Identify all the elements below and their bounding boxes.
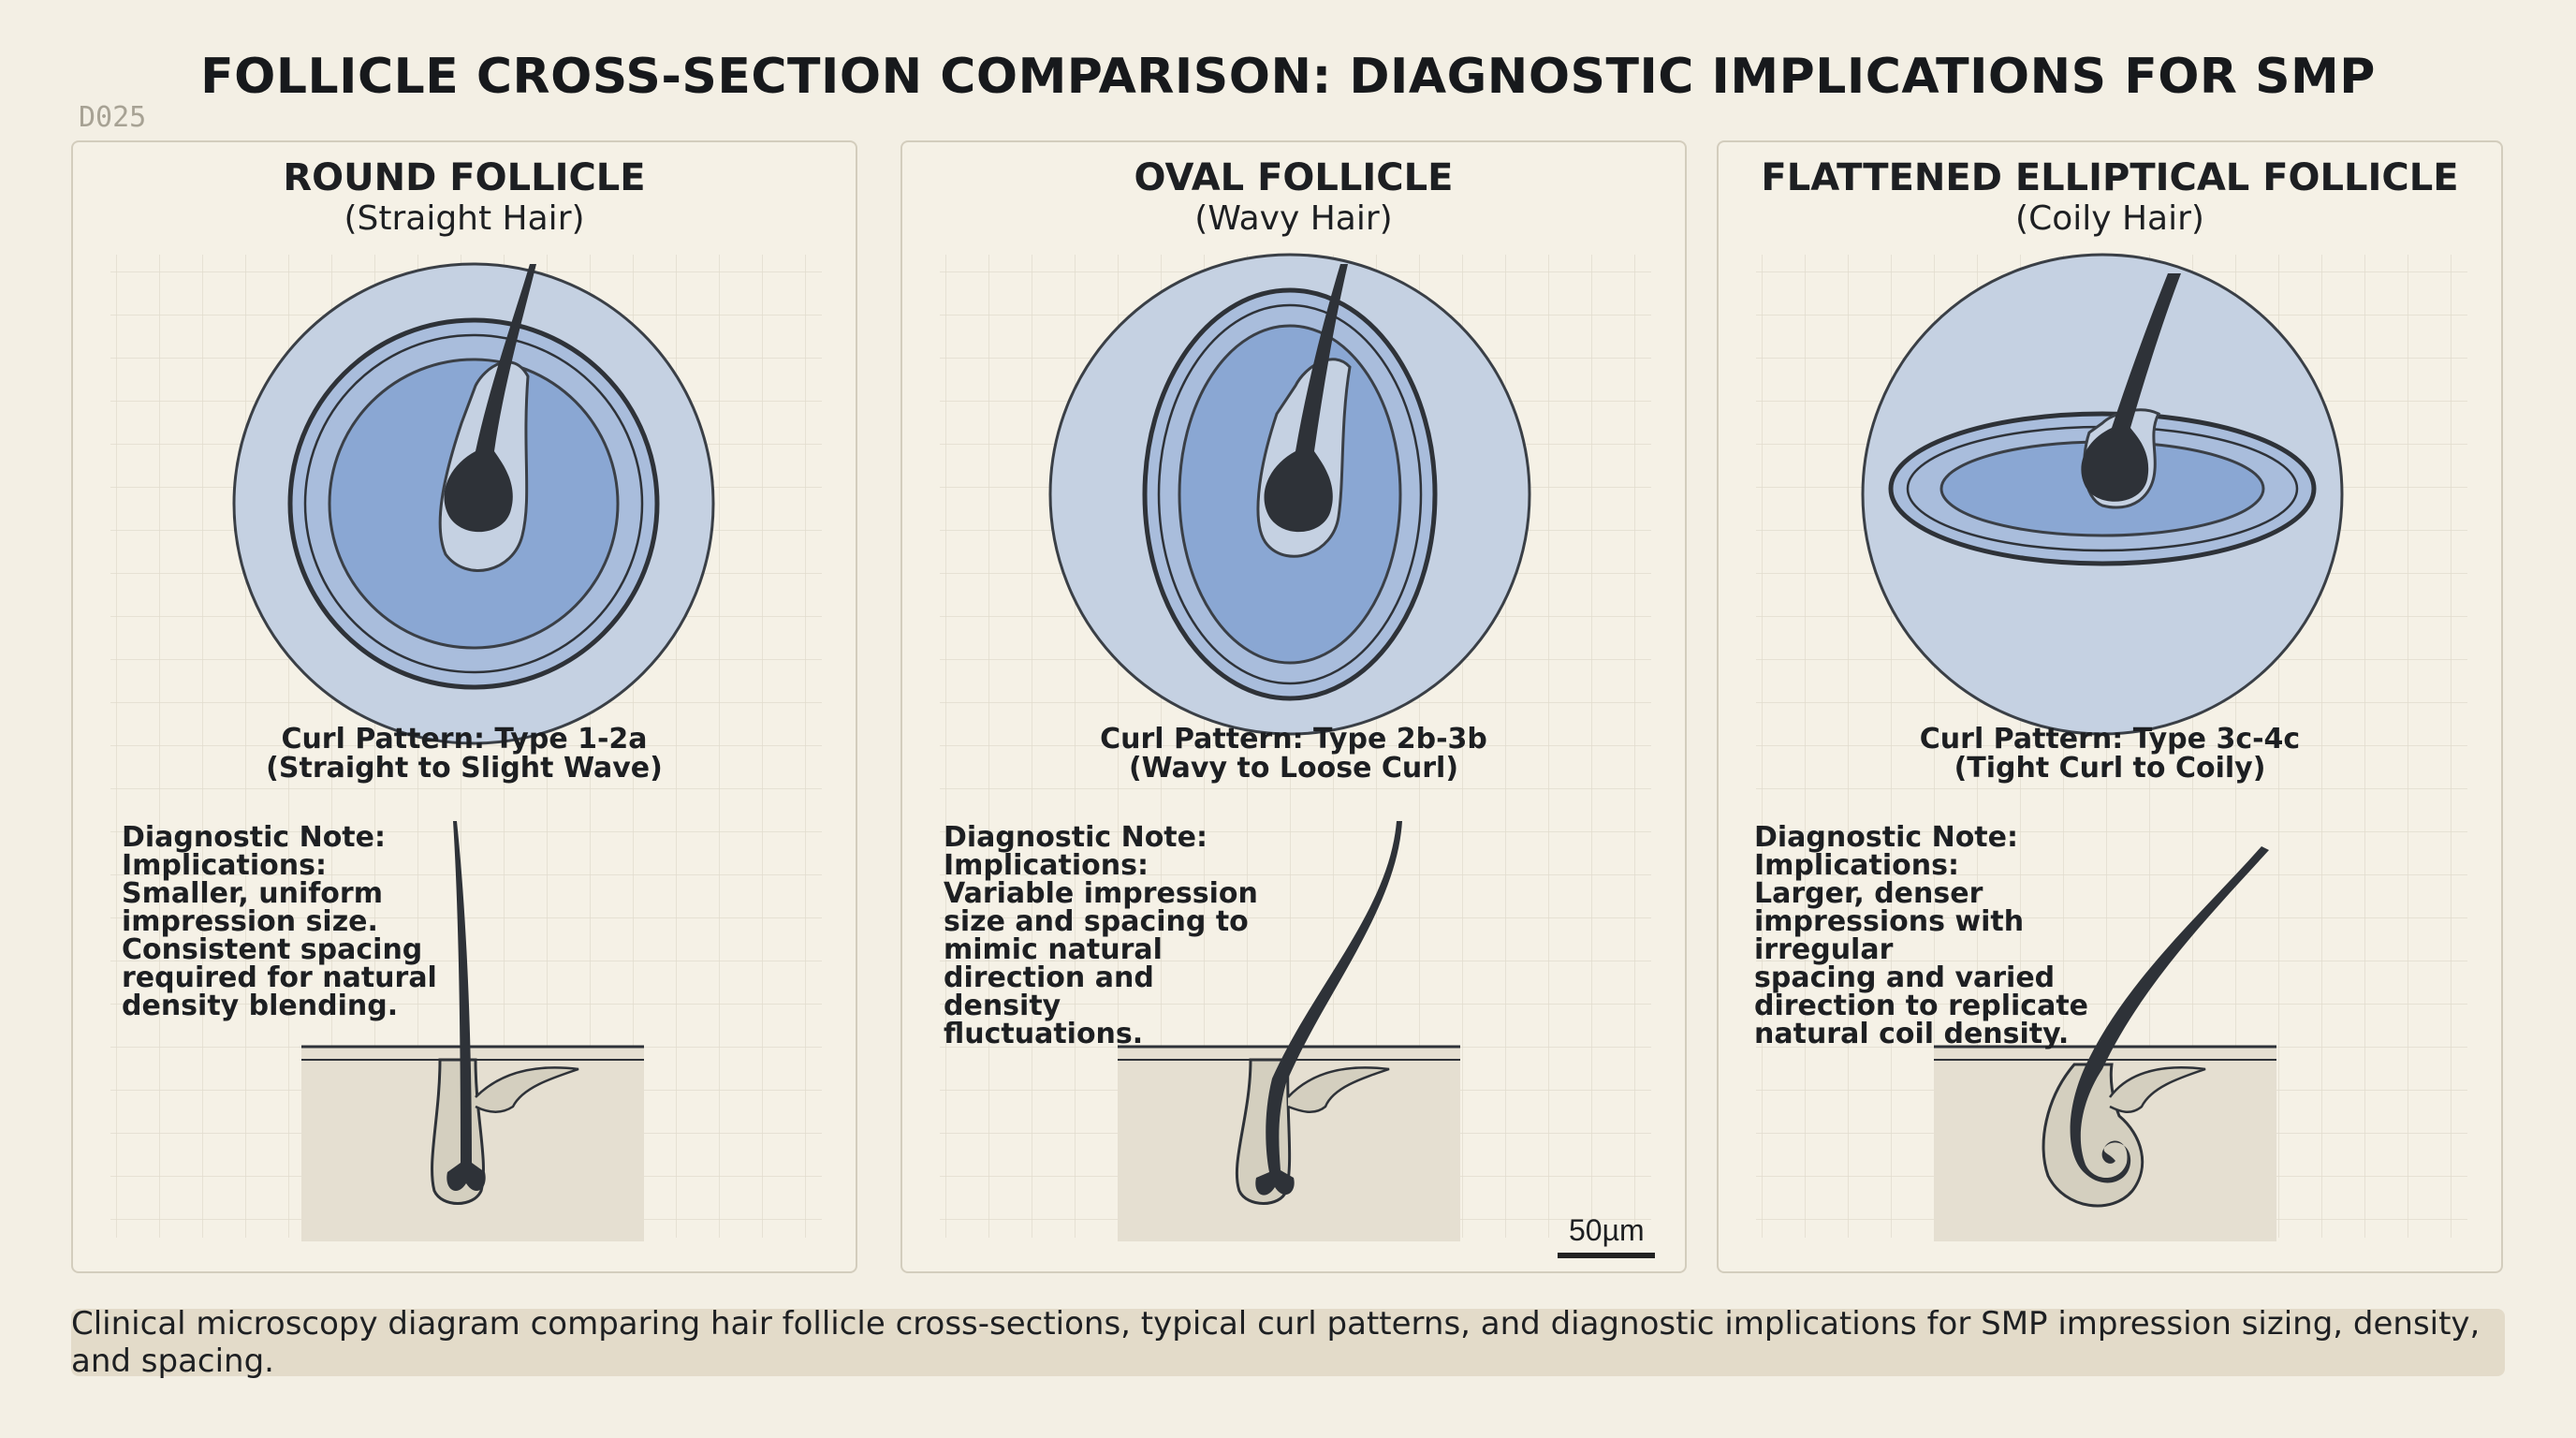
panel-title: ROUND FOLLICLE [283,156,646,199]
note-line: natural coil density. [1754,1018,2070,1050]
curl-pattern-type: Curl Pattern: Type 1-2a [281,723,648,756]
diagnostic-note: Diagnostic Note: Implications: Larger, d… [1754,824,2166,1049]
oval-follicle-illustration [940,253,1651,1241]
caption-banner: Clinical microscopy diagram comparing ha… [71,1305,2505,1380]
note-line: density blending. [122,990,399,1022]
panel-title: FLATTENED ELLIPTICAL FOLLICLE [1761,156,2459,199]
curl-pattern-description: (Wavy to Loose Curl) [1128,752,1459,785]
note-line: Implications: [1754,849,1959,882]
note-line: Larger, denser [1754,877,1983,910]
note-line: impression size. [122,905,378,938]
panel-title: OVAL FOLLICLE [1134,156,1454,199]
note-line: Diagnostic Note: [1754,821,2018,854]
note-line: Consistent spacing [122,933,423,966]
note-line: required for natural [122,961,437,994]
curl-pattern-description: (Straight to Slight Wave) [266,752,663,785]
note-line: Diagnostic Note: [944,821,1208,854]
curl-pattern-description: (Tight Curl to Coily) [1954,752,2266,785]
note-line: Diagnostic Note: [122,821,386,854]
note-line: Implications: [944,849,1149,882]
panel-subtitle: (Straight Hair) [344,199,585,238]
diagram-title: FOLLICLE CROSS-SECTION COMPARISON: DIAGN… [200,49,2376,105]
figure-code: D025 [79,101,147,134]
scale-bar-label: 50µm [1569,1213,1645,1247]
note-line: mimic natural [944,933,1163,966]
note-line: Smaller, uniform [122,877,383,910]
diagnostic-note: Diagnostic Note: Implications: Variable … [944,824,1262,1049]
note-line: direction to replicate [1754,990,2089,1022]
elliptical-follicle-illustration [1756,253,2467,1241]
round-follicle-illustration [110,255,822,1241]
note-line: size and spacing to [944,905,1249,938]
note-line: Variable impression [944,877,1258,910]
note-line: spacing and varied [1754,961,2056,994]
caption-text: Clinical microscopy diagram comparing ha… [71,1305,2481,1380]
panel-subtitle: (Wavy Hair) [1194,199,1393,238]
note-line: impressions with irregular [1754,905,2025,966]
panel-flattened-elliptical-follicle: FLATTENED ELLIPTICAL FOLLICLE (Coily Hai… [1717,140,2503,1273]
note-line: fluctuations. [944,1018,1144,1050]
panel-oval-follicle: OVAL FOLLICLE (Wavy Hair) Curl Pattern: … [900,140,1687,1273]
panel-subtitle: (Coily Hair) [2015,199,2204,238]
panel-round-follicle: ROUND FOLLICLE (Straight Hair) Curl Patt… [71,140,857,1273]
note-line: Implications: [122,849,327,882]
curl-pattern-type: Curl Pattern: Type 2b-3b [1100,723,1487,756]
scale-bar [1558,1253,1655,1258]
curl-pattern-type: Curl Pattern: Type 3c-4c [1919,723,2301,756]
diagnostic-note: Diagnostic Note: Implications: Smaller, … [122,824,440,1020]
note-line: direction and density [944,961,1154,1022]
